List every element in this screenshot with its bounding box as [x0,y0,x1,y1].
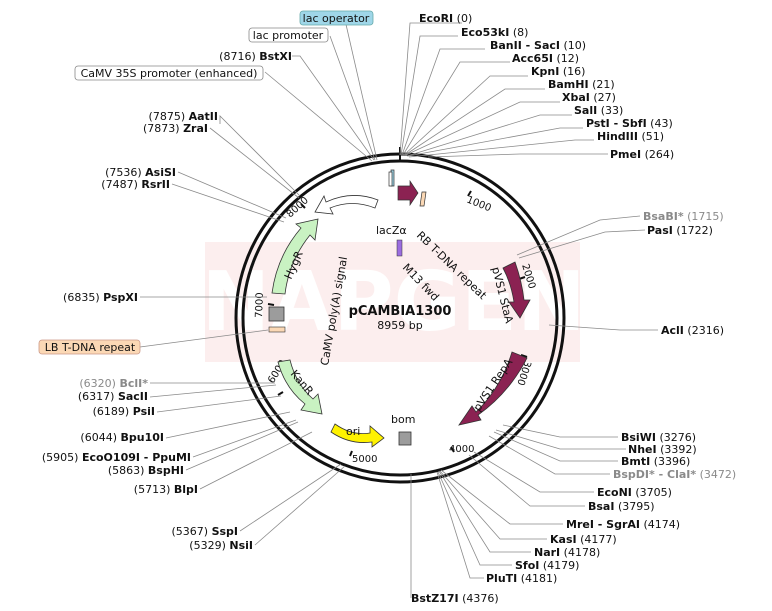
lb-repeat-marker [268,326,286,333]
enzyme-label[interactable]: (6189) PsiI [93,405,155,418]
leader-lines-left [139,19,378,546]
tick-marks [267,147,528,457]
rb-repeat-marker [419,191,427,207]
enzyme-label[interactable]: (6835) PspXI [63,291,138,304]
enzyme-label[interactable]: BamHI (21) [548,78,615,91]
enzyme-label[interactable]: (7536) AsiSI [105,166,176,179]
hygr-arrow [271,218,319,295]
mcs-arrow [397,179,419,207]
enzyme-label[interactable]: EcoRI (0) [419,12,472,25]
enzyme-label[interactable]: PasI (1722) [647,224,713,237]
enzyme-label[interactable]: BsiWI (3276) [621,431,696,444]
lb-repeat-box [38,339,141,355]
enzyme-label[interactable]: BsaI (3795) [588,500,655,513]
lac-promoter-box [248,27,329,43]
enzyme-label[interactable]: (7487) RsrII [101,178,170,191]
enzyme-labels-left[interactable]: (8716) BstXI (7875) AatII (7873) ZraI (7… [42,50,292,552]
feature-label-bom: bom [391,413,415,426]
camv-35s-label: CaMV 35S promoter (enhanced) [81,67,258,80]
enzyme-label[interactable]: HindIII (51) [597,130,664,143]
enzyme-label[interactable]: NheI (3392) [628,443,697,456]
enzyme-label[interactable]: BsaBI* (1715) [643,210,724,223]
lac-promoter-label: lac promoter [253,29,324,42]
m13-fwd-marker [396,239,403,257]
enzyme-label[interactable]: MreI - SgrAI (4174) [566,518,680,531]
enzyme-labels-right[interactable]: EcoRI (0) Eco53kI (8) BanII - SacI (10) … [411,12,736,605]
leader-lines-right [399,22,658,598]
enzyme-label[interactable]: AclI (2316) [661,324,724,337]
ori-arrow [330,423,385,448]
enzyme-label[interactable]: BstZ17I (4376) [411,592,499,605]
tick-label-7000: 7000 [254,292,266,318]
enzyme-label[interactable]: (5905) EcoO109I - PpuMI [42,451,191,464]
pspxi-site-marker [268,306,285,322]
camv-35s-arrow [314,195,379,215]
pvs1-repa-arrow [458,351,528,426]
enzyme-label[interactable]: KasI (4177) [550,533,617,546]
camv-35s-box [74,65,264,81]
feature-label-ori: ori [346,425,360,438]
enzyme-label[interactable]: (7873) ZraI [143,122,208,135]
bom-marker [398,431,412,446]
feature-label-lacza: lacZα [376,224,407,237]
watermark-text: SNAPGENE [142,255,641,350]
enzyme-label[interactable]: PstI - SbfI (43) [586,117,673,130]
enzyme-label[interactable]: (8716) BstXI [219,50,292,63]
enzyme-label[interactable]: EcoNI (3705) [597,486,672,499]
enzyme-label[interactable]: (7875) AatII [149,110,218,123]
enzyme-label[interactable]: XbaI (27) [562,91,616,104]
enzyme-label[interactable]: BmtI (3396) [621,455,690,468]
enzyme-label[interactable]: Acc65I (12) [512,52,579,65]
lac-operator-label: lac operator [303,12,370,25]
enzyme-label[interactable]: SfoI (4179) [515,559,579,572]
tick-label-4000: 4000 [449,444,474,455]
enzyme-label[interactable]: (6044) Bpu10I [80,431,164,444]
lac-promoter-marker [388,171,393,187]
tick-label-1000: 1000 [465,195,493,215]
enzyme-label[interactable]: BspDI* - ClaI* (3472) [613,468,736,481]
enzyme-label[interactable]: (5713) BlpI [134,483,198,496]
enzyme-label[interactable]: PmeI (264) [610,148,674,161]
lac-operator-box [299,10,374,26]
enzyme-label[interactable]: NarI (4178) [534,546,600,559]
enzyme-label[interactable]: (6317) SacII [78,390,148,403]
pvs1-staa-arrow [502,261,531,319]
enzyme-label[interactable]: (5367) SspI [171,525,238,538]
plasmid-size: 8959 bp [377,319,422,332]
enzyme-label[interactable]: KpnI (16) [531,65,585,78]
enzyme-label[interactable]: PluTI (4181) [486,572,557,585]
kanr-arrow [277,359,323,415]
boxed-labels: lac operator lac promoter CaMV 35S promo… [38,10,374,355]
enzyme-label[interactable]: (5863) BspHI [108,464,184,477]
tick-label-5000: 5000 [352,454,377,465]
lb-repeat-label: LB T-DNA repeat [45,341,136,354]
enzyme-label[interactable]: (5329) NsiI [189,539,253,552]
features [268,169,531,448]
plasmid-name: pCAMBIA1300 [349,304,452,319]
enzyme-label[interactable]: Eco53kI (8) [461,26,528,39]
enzyme-label[interactable]: SalI (33) [574,104,623,117]
enzyme-label[interactable]: (6320) BclI* [79,377,148,390]
enzyme-label[interactable]: BanII - SacI (10) [490,39,586,52]
watermark: SNAPGENE [142,242,642,362]
